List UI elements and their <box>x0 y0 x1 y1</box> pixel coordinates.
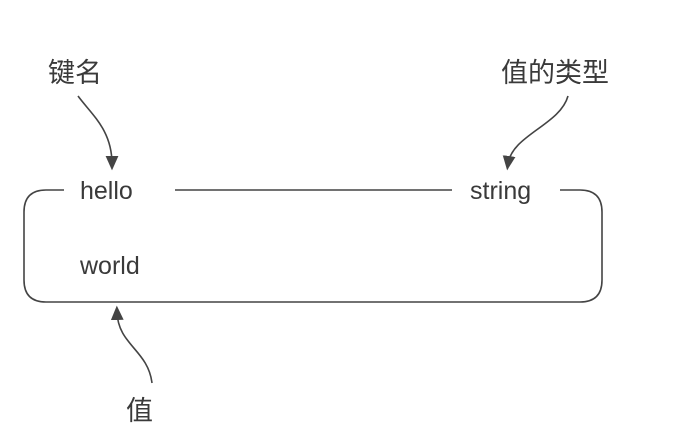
value-label: 值 <box>126 396 153 427</box>
value-text: world <box>79 252 140 280</box>
value-type-arrow <box>502 95 569 171</box>
entry-box <box>23 189 603 303</box>
value-type-label: 值的类型 <box>501 58 609 89</box>
value-arrow <box>110 305 153 384</box>
key-name-arrow <box>77 95 119 171</box>
type-text: string <box>470 177 531 205</box>
key-text: hello <box>80 177 133 205</box>
key-name-label: 键名 <box>48 58 102 89</box>
